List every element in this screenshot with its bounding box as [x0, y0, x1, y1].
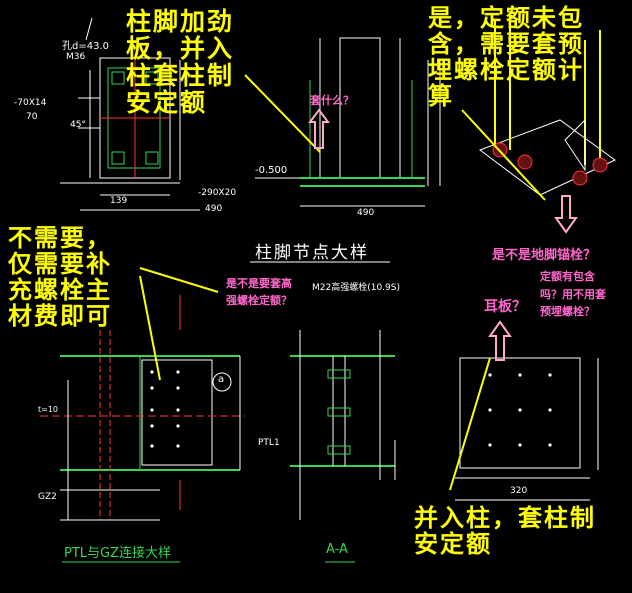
plate-70x14-label: -70X14	[14, 98, 47, 108]
arrow-up-icon	[488, 320, 512, 361]
gz2-label: GZ2	[38, 492, 57, 502]
annotation-line: 埋螺栓定额计	[428, 55, 584, 84]
question-quota-included: 定额有包含 吗？用不用套 预埋螺栓？	[540, 268, 606, 321]
question-strong-line: 是不是要套高	[226, 277, 292, 290]
leader-lines	[139, 74, 546, 491]
annotation-line: 安定额	[414, 529, 492, 558]
annotation-top-left: 柱脚加劲 板，并入 柱套柱制 安定额	[126, 8, 234, 116]
annotation-line: 含，需要套预	[428, 29, 584, 58]
base-elevation-view	[255, 37, 441, 207]
annotation-line: 并入柱，套柱制	[414, 504, 596, 532]
question-strong-bolt: 是不是要套高 强螺栓定额？	[226, 276, 292, 309]
annotation-bottom-right: 并入柱，套柱制 安定额	[414, 504, 596, 558]
plate-290x20-label: -290X20	[198, 188, 237, 198]
question-anchor-bolt: 是不是地脚锚栓？	[492, 248, 597, 263]
annotation-line: 算	[428, 81, 454, 110]
annotation-line: 板，并入	[126, 34, 235, 63]
annotation-line: 柱脚加劲	[126, 7, 235, 36]
ear-plate-view	[455, 357, 599, 501]
dim-320-label: 320	[510, 486, 528, 496]
ptl1-label: PTL1	[258, 438, 280, 448]
arrow-down-icon	[554, 195, 578, 234]
annotation-middle-left: 不需要， 仅需要补 充螺栓主 材费即可	[8, 224, 112, 330]
base-detail-title: 柱脚节点大样	[255, 243, 369, 263]
section-aa-view	[290, 330, 396, 520]
thickness-label: t=10	[38, 405, 59, 414]
dim-139-label: 139	[110, 196, 128, 206]
connection-bolts	[150, 370, 180, 448]
base-3d-view	[478, 15, 616, 196]
annotation-top-right: 是，定额未包 含，需要套预 埋螺栓定额计 算	[428, 4, 584, 110]
ear-plate-bolts	[488, 373, 552, 447]
annotation-line: 材费即可	[8, 301, 112, 330]
connection-detail-view	[40, 295, 245, 521]
bolt-spec-label: M22高强螺栓(10.9S)	[312, 283, 400, 293]
angle-45-label: 45°	[70, 120, 86, 130]
annotation-line: 是，定额未包	[428, 4, 584, 32]
base-plan-view	[60, 17, 200, 211]
connection-detail-title: PTL与GZ连接大样	[64, 546, 172, 561]
arrow-up-icon	[308, 108, 330, 149]
annotation-line: 柱套柱制	[126, 61, 235, 90]
circle-a-label: a	[218, 374, 225, 385]
annotation-line: 充螺栓主	[8, 275, 112, 304]
question-tao-shenme: 套什么？	[310, 94, 354, 107]
m36-label: M36	[66, 52, 86, 62]
question-quota-line: 定额有包含	[540, 270, 595, 283]
annotation-line: 安定额	[126, 88, 208, 117]
annotation-line: 仅需要补	[8, 249, 112, 278]
annotation-line: 不需要，	[8, 224, 112, 252]
hole-dia-label: 孔d=43.0	[62, 41, 109, 52]
dim-490-label: 490	[357, 208, 375, 218]
question-quota-line: 预埋螺栓？	[540, 305, 595, 319]
elevation-label: -0.500	[255, 165, 288, 176]
question-quota-line: 吗？用不用套	[540, 287, 606, 301]
question-ear-plate: 耳板？	[484, 299, 526, 315]
question-strong-line: 强螺栓定额？	[226, 293, 292, 307]
section-aa-title: A-A	[326, 542, 348, 557]
dim-490-left-label: 490	[205, 204, 223, 214]
dim-70-label: 70	[26, 112, 38, 122]
